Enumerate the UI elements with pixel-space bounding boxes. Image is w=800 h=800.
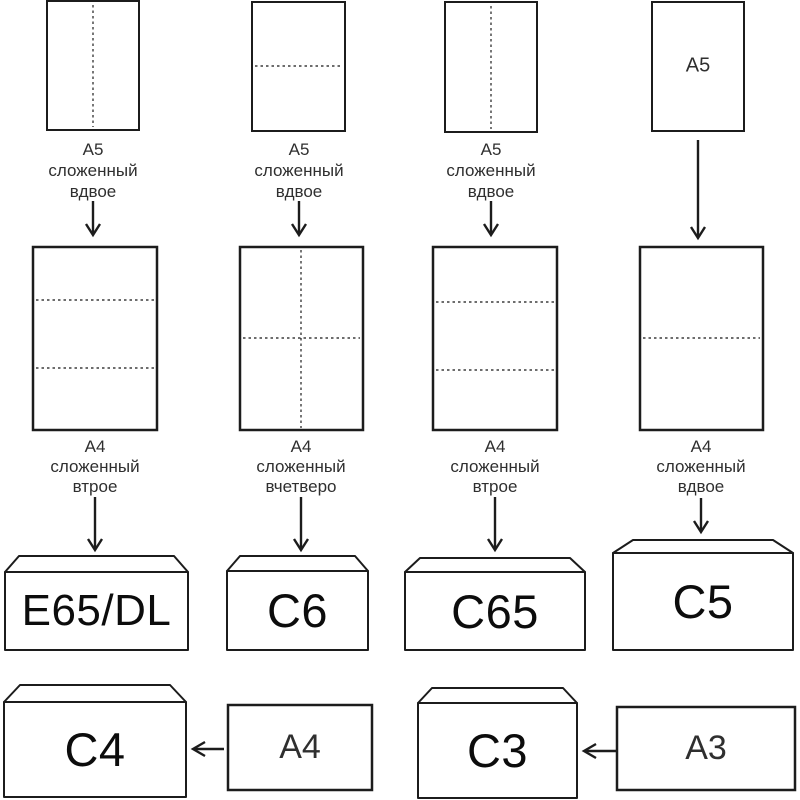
envelope-c3 [417,687,578,799]
caption-line: А4 [484,437,506,456]
down-arrow-col2-top [290,201,308,238]
envelope-c4 [3,684,187,798]
a3-sheet-label-bottom: А3 [685,729,727,767]
fold-caption-col3-mid: А4 сложенный втрое [450,437,539,497]
envelope-label-c6: C6 [266,584,329,637]
caption-line: сложенный [656,457,746,476]
caption-line: вдвое [275,182,323,201]
caption-line: вдвое [69,182,117,201]
a5-sheet-col2 [251,1,346,132]
down-arrow-col1-top [84,201,102,238]
a5-sheet-col4 [651,1,745,132]
down-arrow-col3-top [482,201,500,238]
down-arrow-col2-mid [292,497,310,553]
a3-sheet-bottom [615,705,797,792]
envelope-c65 [404,557,586,651]
caption-line: вдвое [677,477,725,496]
fold-caption-col4-mid: А4 сложенный вдвое [656,437,745,497]
caption-line: вдвое [467,182,515,201]
down-arrow-col3-mid [486,497,504,553]
down-arrow-col4-mid [692,498,710,535]
fold-caption-col3-top: А5 сложенный вдвое [446,139,535,202]
fold-caption-col1-mid: А4 сложенный втрое [50,437,139,497]
left-arrow-a4-to-c4 [190,740,224,758]
caption-line: втрое [72,477,118,496]
envelope-label-c4: C4 [64,723,126,776]
caption-line: А4 [290,437,312,456]
caption-line: А4 [690,437,712,456]
fold-caption-col2-mid: А4 сложенный вчетверо [256,437,345,497]
caption-line: сложенный [446,161,536,180]
envelope-label-c5: C5 [672,575,734,628]
caption-line: сложенный [254,161,344,180]
fold-caption-col2-top: А5 сложенный вдвое [254,139,343,202]
caption-line: А5 [480,140,502,159]
envelope-e65dl [4,555,189,651]
a4-sheet-bottom [226,703,374,792]
caption-line: А5 [82,140,104,159]
caption-line: сложенный [450,457,540,476]
caption-line: втрое [472,477,518,496]
down-arrow-col4-top [689,140,707,241]
a4-sheet-col4 [638,245,765,432]
caption-line: вчетверо [265,477,337,496]
caption-line: А4 [84,437,106,456]
envelope-c5-highlighted [612,539,794,651]
a4-sheet-label-bottom: А4 [279,728,321,766]
down-arrow-col1-mid [86,497,104,553]
caption-line: сложенный [256,457,346,476]
fold-caption-col1-top: А5 сложенный вдвое [48,139,137,202]
caption-line: А5 [288,140,310,159]
a4-sheet-col1 [31,245,159,432]
envelope-c6 [226,555,369,651]
envelope-label-c3: C3 [466,724,529,777]
caption-line: сложенный [50,457,140,476]
envelope-label-e65dl: E65/DL [21,586,172,635]
a4-sheet-col3 [431,245,559,432]
a5-sheet-text-col4: А5 [685,54,711,77]
envelope-label-c65: C65 [451,584,539,638]
caption-line: сложенный [48,161,138,180]
